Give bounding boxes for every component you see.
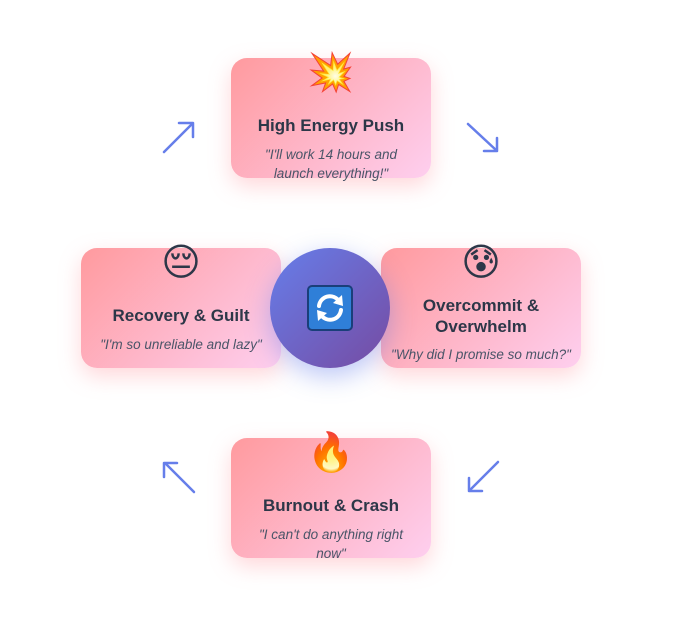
arrow-up-right-icon xyxy=(162,121,195,154)
stage-title: Recovery & Guilt xyxy=(112,306,250,325)
stage-card-recovery-guilt: 😔 Recovery & Guilt "I'm so unreliable an… xyxy=(81,244,281,368)
stage-quote: "Why did I promise so much?" xyxy=(391,347,571,362)
arrow-down-right-icon xyxy=(466,122,499,153)
anxious-face-with-sweat-icon: 😰 xyxy=(461,242,501,284)
cycle-arrows-icon xyxy=(307,285,353,331)
stage-card-high-energy-push: 💥 High Energy Push "I'll work 14 hours a… xyxy=(231,54,431,181)
stage-title: Burnout & Crash xyxy=(263,496,399,515)
arrow-up-left-icon xyxy=(162,461,196,494)
cycle-center-circle xyxy=(270,248,390,368)
pensive-face-icon: 😔 xyxy=(161,242,201,284)
collision-icon: 💥 xyxy=(307,52,355,94)
stage-title: Overcommit & Overwhelm xyxy=(422,296,540,336)
stage-quote: "I'll work 14 hours and launch everythin… xyxy=(265,147,397,181)
arrow-down-left-icon xyxy=(467,460,500,493)
stage-quote: "I can't do anything right now" xyxy=(259,527,403,561)
stage-card-burnout-crash: 🔥 Burnout & Crash "I can't do anything r… xyxy=(231,434,431,561)
stage-title: High Energy Push xyxy=(257,116,405,135)
fire-icon: 🔥 xyxy=(307,432,355,474)
stage-card-overcommit-overwhelm: 😰 Overcommit & Overwhelm "Why did I prom… xyxy=(381,244,581,368)
stage-quote: "I'm so unreliable and lazy" xyxy=(100,337,262,352)
